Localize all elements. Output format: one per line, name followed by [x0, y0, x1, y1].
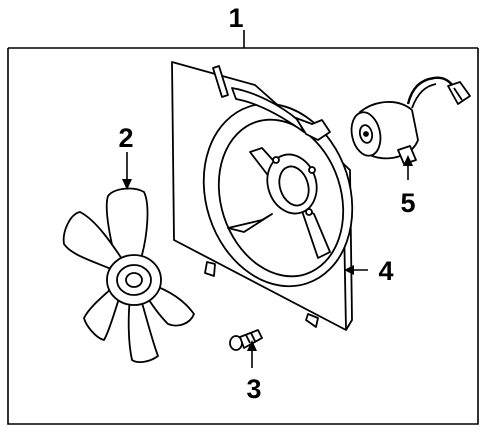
callout-2-label: 2: [118, 123, 133, 153]
callout-3-label: 3: [246, 374, 261, 404]
assembly-frame: [7, 47, 479, 425]
callout-4-arrowhead: [344, 265, 354, 275]
callout-3-arrowhead: [247, 340, 257, 351]
callout-2-arrowhead: [122, 179, 132, 190]
callout-4-label: 4: [378, 256, 393, 286]
fan-blade: [62, 187, 195, 363]
fan-shroud: [171, 61, 354, 331]
callout-1-label: 1: [228, 3, 243, 33]
callout-5-label: 5: [400, 188, 415, 218]
callout-5-arrowhead: [403, 155, 413, 166]
fan-motor: [350, 76, 471, 165]
screw: [229, 329, 263, 351]
